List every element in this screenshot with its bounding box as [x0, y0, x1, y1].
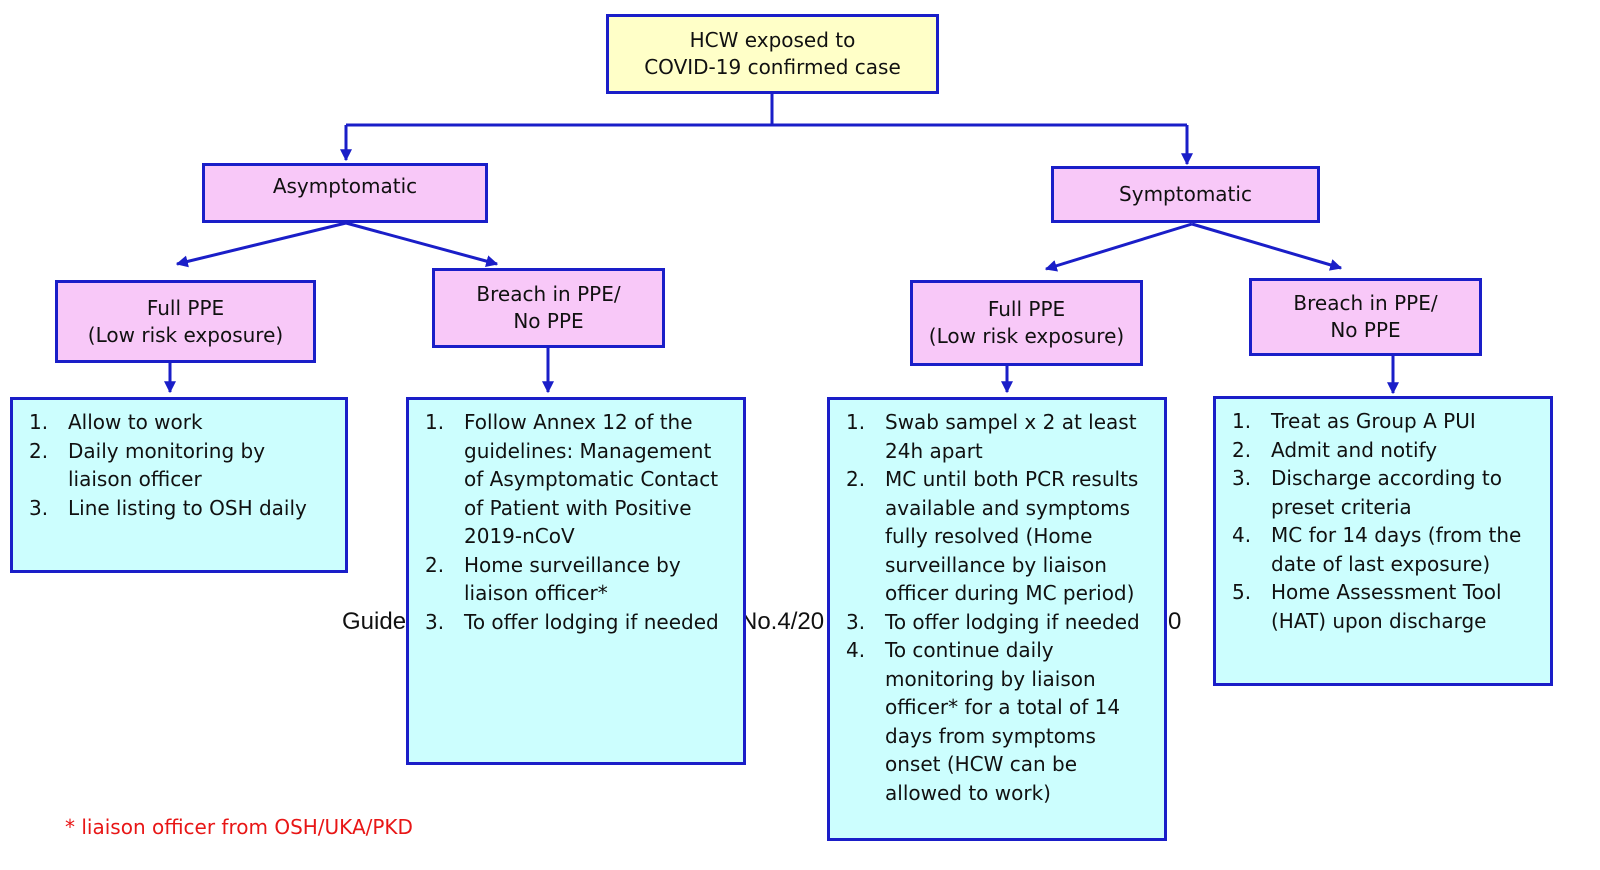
action-list: 1. Follow Annex 12 of the guidelines: Man…	[409, 400, 743, 636]
action-item-text: Line listing to OSH daily	[68, 495, 307, 520]
action-item-number: 1.	[1232, 409, 1252, 433]
action-item-number: 3.	[1232, 466, 1252, 490]
asym-full-ppe-line1: Full PPE	[146, 295, 225, 320]
sym-full-ppe-line2: (Low risk exposure)	[928, 324, 1125, 348]
asym-full-ppe-line2: (Low risk exposure)	[87, 322, 284, 347]
action-item-text: To continue daily monitoring by liaison …	[885, 638, 1121, 805]
action-item-number: 5.	[1232, 580, 1252, 604]
action-item: 4. To continue daily monitoring by liaiso…	[830, 636, 1152, 807]
action-item-number: 1.	[846, 410, 866, 434]
action-item-number: 3.	[425, 609, 445, 634]
asymptomatic-to-fullppe-arrow	[175, 221, 347, 268]
symptomatic-node: Symptomatic	[1051, 166, 1320, 223]
action-item: 2. MC until both PCR results available an…	[830, 465, 1152, 608]
action-item: 2. Admit and notify	[1216, 436, 1538, 465]
sym-full-ppe-actions: 1. Swab sampel x 2 at least 24h apart 2. MC…	[827, 397, 1167, 841]
action-item: 4. MC for 14 days (from the date of last …	[1216, 521, 1538, 578]
action-item-number: 2.	[846, 467, 866, 491]
action-item-text: To offer lodging if needed	[885, 609, 1140, 634]
action-item-text: Discharge according to preset criteria	[1271, 466, 1502, 519]
action-item: 2. Daily monitoring by liaison officer	[13, 437, 333, 494]
action-item-text: Daily monitoring by liaison officer	[68, 438, 266, 492]
sym-breach-node: Breach in PPE/ No PPE	[1249, 278, 1482, 356]
action-item-text: Admit and notify	[1271, 437, 1438, 462]
action-item-text: Home Assessment Tool (HAT) upon discharg…	[1271, 580, 1502, 633]
action-item: 1. Swab sampel x 2 at least 24h apart	[830, 408, 1152, 465]
action-item: 3. To offer lodging if needed	[409, 608, 731, 637]
asymptomatic-to-breach-arrow	[345, 221, 499, 267]
action-item-number: 3.	[846, 609, 866, 634]
action-item-number: 3.	[29, 495, 49, 520]
symptomatic-to-fullppe-arrow	[1044, 222, 1193, 272]
action-item-number: 1.	[425, 410, 445, 434]
asym-breach-line1: Breach in PPE/	[476, 282, 621, 306]
background-caption-middle: No.4/20	[740, 608, 825, 635]
action-item-text: MC until both PCR results available and …	[885, 467, 1139, 605]
asym-full-ppe-node: Full PPE (Low risk exposure)	[55, 280, 316, 363]
action-list: 1. Treat as Group A PUI 2. Admit and notify…	[1216, 399, 1550, 635]
action-list: 1. Allow to work 2. Daily monitoring by lia…	[13, 400, 345, 522]
action-item: 5. Home Assessment Tool (HAT) upon discha…	[1216, 578, 1538, 635]
action-item: 1. Follow Annex 12 of the guidelines: Man…	[409, 408, 731, 551]
action-item: 3. Line listing to OSH daily	[13, 494, 333, 523]
asymptomatic-label: Asymptomatic	[272, 173, 418, 198]
sym-breach-actions: 1. Treat as Group A PUI 2. Admit and notify…	[1213, 396, 1553, 686]
action-item-number: 1.	[29, 410, 49, 434]
root-node: HCW exposed to COVID-19 confirmed case	[606, 14, 939, 94]
background-caption-right: 0	[1168, 608, 1182, 635]
asym-breach-node: Breach in PPE/ No PPE	[432, 268, 665, 348]
action-item-text: MC for 14 days (from the date of last ex…	[1271, 523, 1522, 576]
sym-breach-line1: Breach in PPE/	[1293, 291, 1438, 315]
symptomatic-label: Symptomatic	[1119, 182, 1252, 206]
root-line2: COVID-19 confirmed case	[644, 55, 901, 79]
asymptomatic-node: Asymptomatic	[202, 163, 488, 223]
footnote: * liaison officer from OSH/UKA/PKD	[65, 815, 413, 839]
action-item: 1. Allow to work	[13, 408, 333, 437]
action-item-text: Swab sampel x 2 at least 24h apart	[885, 410, 1137, 463]
action-item-text: To offer lodging if needed	[464, 609, 719, 634]
action-item: 1. Treat as Group A PUI	[1216, 407, 1538, 436]
action-item-number: 4.	[846, 638, 866, 662]
background-caption-left: Guide	[342, 608, 407, 635]
action-item: 3. Discharge according to preset criteria	[1216, 464, 1538, 521]
asym-breach-actions: 1. Follow Annex 12 of the guidelines: Man…	[406, 397, 746, 765]
action-item-number: 4.	[1232, 523, 1252, 547]
action-item-number: 2.	[29, 438, 49, 463]
action-item: 2. Home surveillance by liaison officer*	[409, 551, 731, 608]
action-item-number: 2.	[425, 552, 445, 577]
sym-full-ppe-node: Full PPE (Low risk exposure)	[910, 280, 1143, 366]
sym-breach-line2: No PPE	[1330, 318, 1401, 342]
action-item-text: Home surveillance by liaison officer*	[464, 552, 681, 606]
sym-full-ppe-line1: Full PPE	[987, 297, 1066, 321]
action-list: 1. Swab sampel x 2 at least 24h apart 2. MC…	[830, 400, 1164, 807]
action-item-text: Treat as Group A PUI	[1271, 409, 1476, 433]
asym-breach-line2: No PPE	[513, 309, 584, 333]
action-item-number: 2.	[1232, 437, 1252, 462]
action-item-text: Allow to work	[68, 410, 203, 434]
asym-full-ppe-actions: 1. Allow to work 2. Daily monitoring by lia…	[10, 397, 348, 573]
root-line1: HCW exposed to	[689, 28, 856, 52]
action-item-text: Follow Annex 12 of the guidelines: Manag…	[464, 410, 719, 548]
action-item: 3. To offer lodging if needed	[830, 608, 1152, 637]
symptomatic-to-breach-arrow	[1191, 222, 1343, 271]
